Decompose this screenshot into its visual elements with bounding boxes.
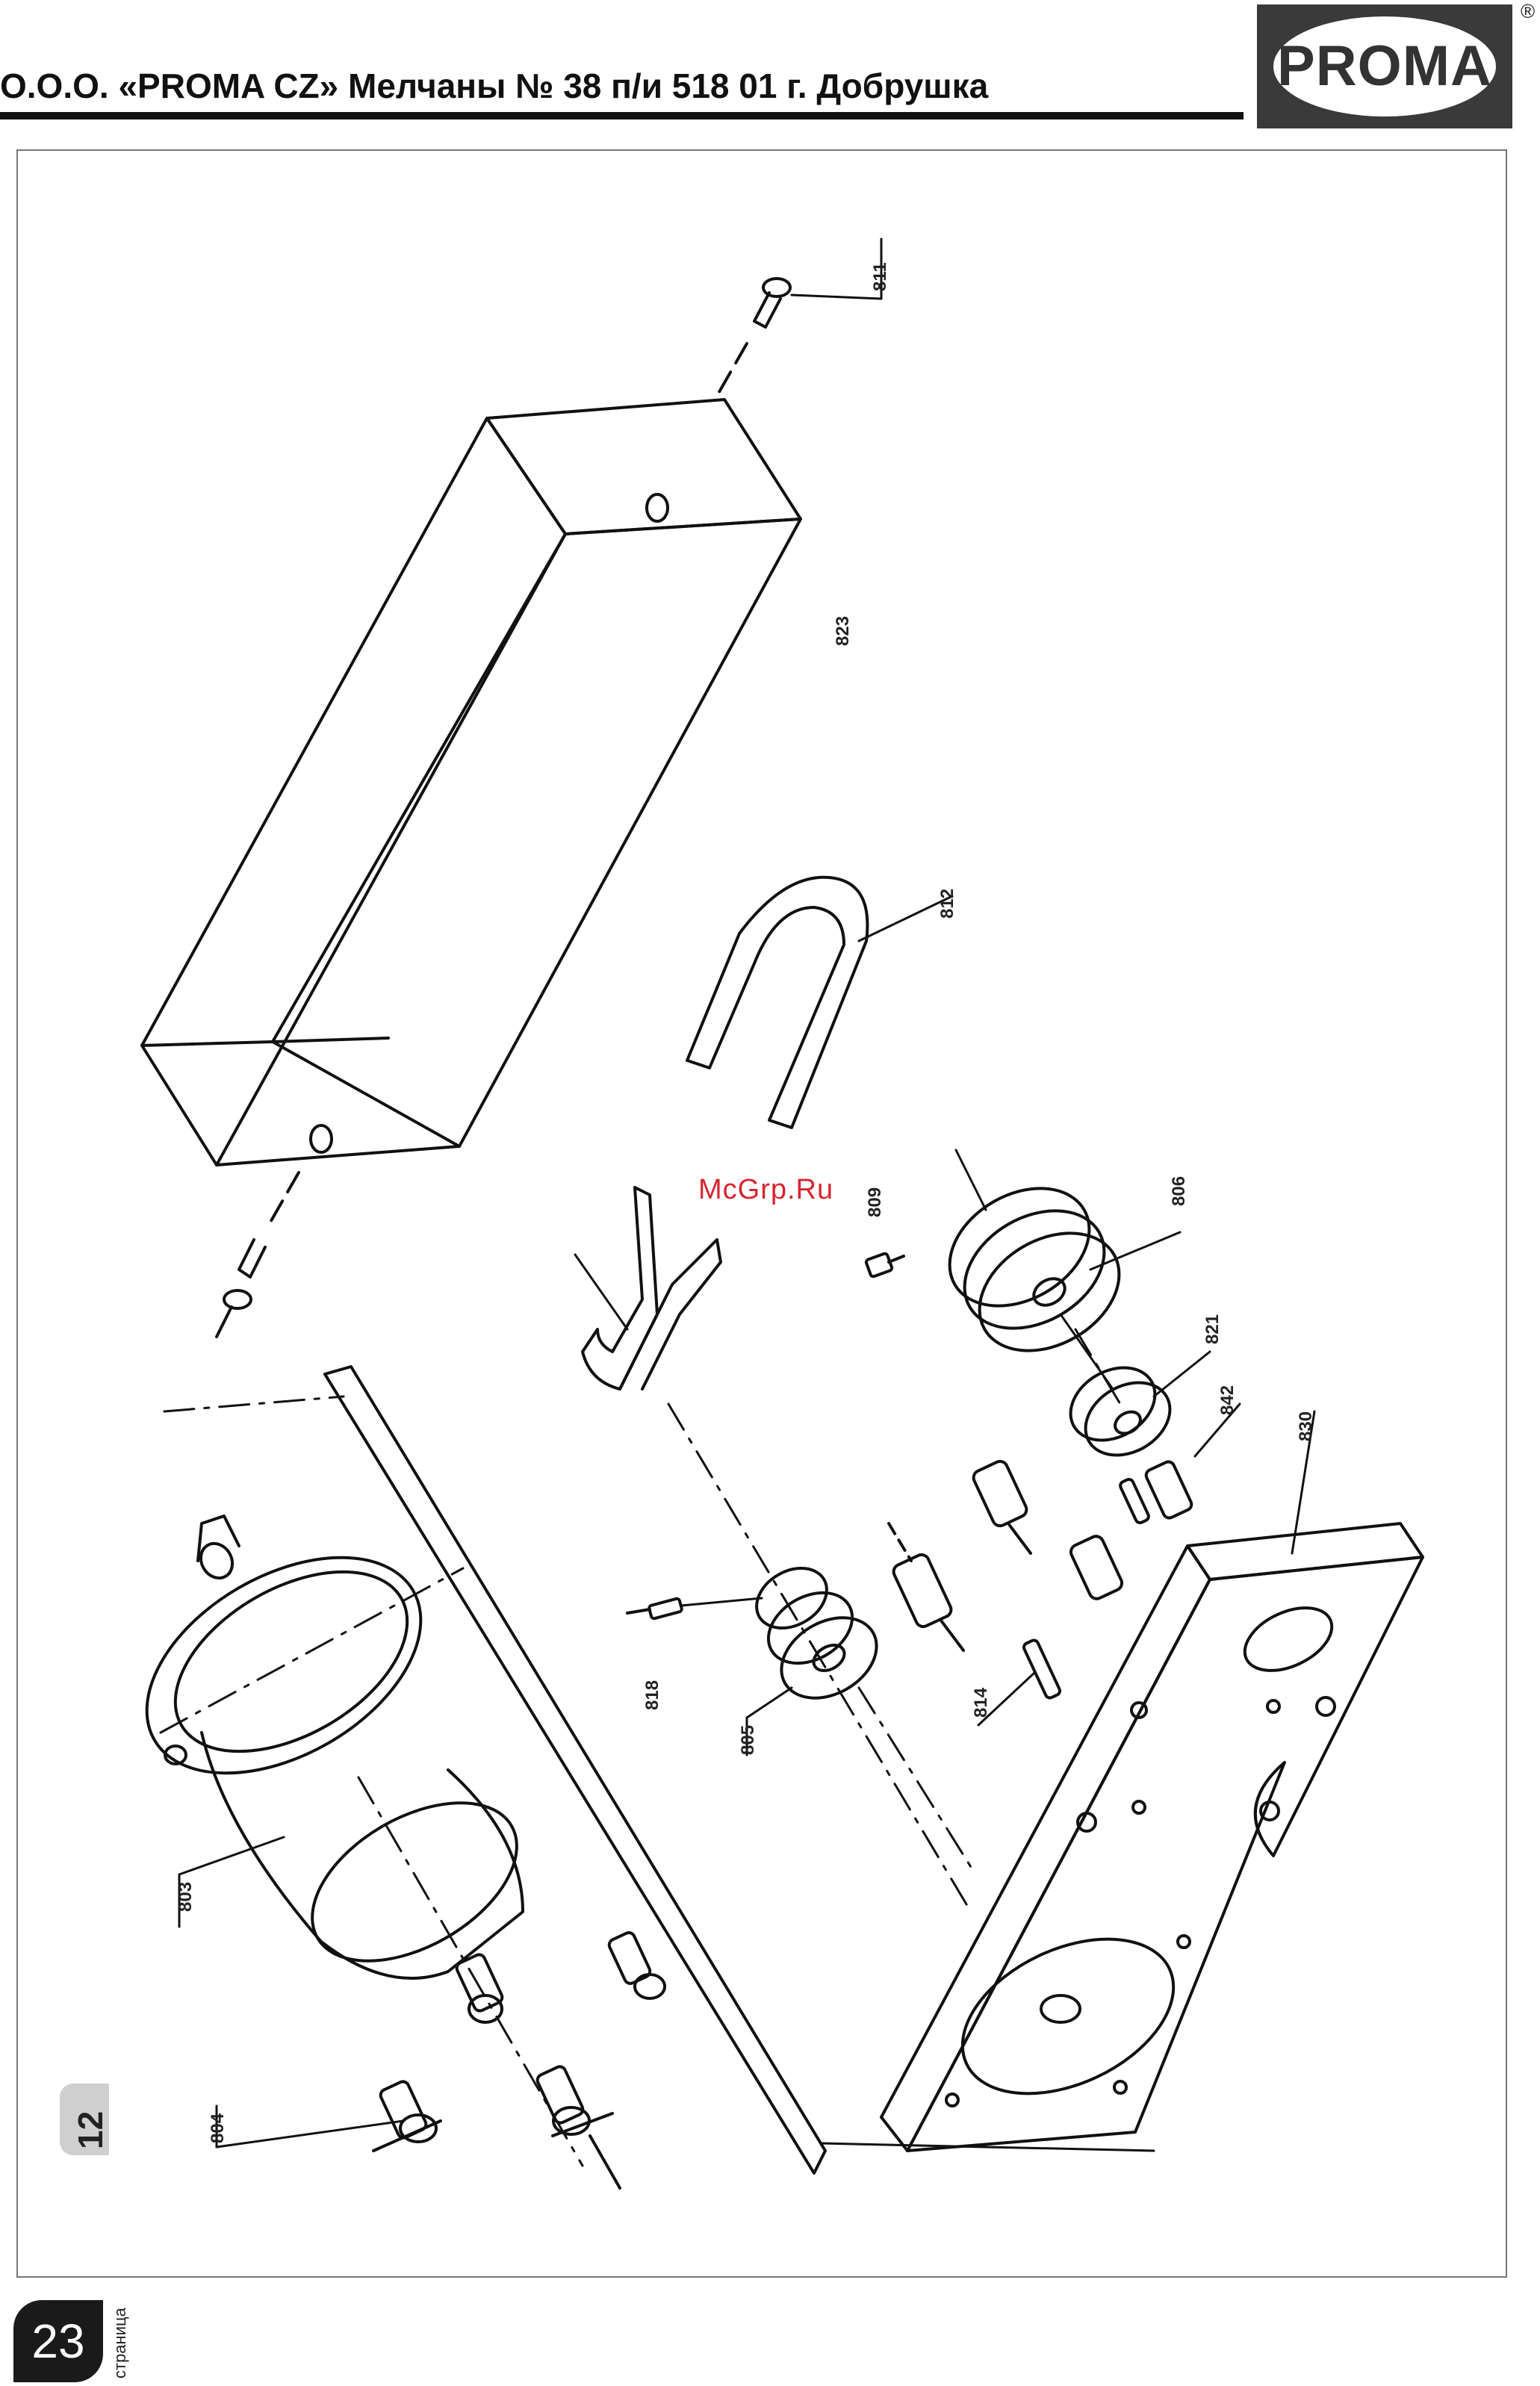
screw-mid-right (1069, 1534, 1125, 1601)
part-label-804: 804 (208, 2113, 229, 2143)
pulley-806 (928, 1150, 1180, 1389)
pin-upper (1119, 1478, 1150, 1524)
part-label-809: 809 (865, 1187, 886, 1217)
part-label-814: 814 (971, 1688, 992, 1718)
side-section-number: 12 (70, 2111, 111, 2149)
part-label-806: 806 (1169, 1176, 1190, 1206)
part-label-821: 821 (1202, 1314, 1223, 1344)
bent-clip (575, 1187, 721, 1389)
bushing-821 (1058, 1352, 1210, 1470)
page-number: 23 (13, 2300, 103, 2382)
cover-box-edge-2 (273, 1042, 459, 1146)
screw-mid-left (971, 1459, 1031, 1553)
screw-lower-left (217, 1172, 299, 1337)
part-label-818: 818 (642, 1680, 663, 1710)
page-word-label: страница (111, 2308, 130, 2379)
base-plate-side-edge (881, 1546, 1210, 2151)
cover-box-part (142, 400, 801, 1165)
screw-mid-center (889, 1523, 963, 1650)
cover-hole-bottom (311, 1125, 332, 1152)
part-label-803: 803 (176, 1882, 196, 1912)
cover-box-front-face (217, 519, 801, 1165)
motor-screws (455, 1930, 665, 2188)
base-plate-830 (822, 1411, 1423, 2151)
part-label-811: 811 (870, 262, 891, 291)
base-plate-face (907, 1557, 1423, 2151)
screw-811 (717, 239, 881, 396)
set-screw-818 (627, 1598, 762, 1619)
page-number-badge: 23 (13, 2300, 103, 2382)
screw-842 (1144, 1404, 1240, 1520)
watermark-text: McGrp.Ru (698, 1174, 833, 1206)
screw-804 (217, 2080, 441, 2151)
part-label-823: 823 (833, 616, 854, 646)
part-label-812: 812 (937, 889, 958, 919)
cover-box-side-face (142, 418, 565, 1046)
u-bracket-812 (687, 877, 952, 1128)
cover-box-end-edge (273, 1038, 388, 1042)
cover-hole-top (647, 494, 668, 521)
part-label-805: 805 (738, 1725, 759, 1755)
part-label-842: 842 (1217, 1385, 1238, 1415)
set-screw-809 (866, 1253, 904, 1278)
part-label-830: 830 (1296, 1411, 1317, 1441)
base-plate-top-edge (1187, 1523, 1423, 1579)
side-section-badge: 12 (60, 2084, 109, 2155)
axis-lines (161, 1329, 1120, 2166)
cover-box-top-face (487, 400, 801, 534)
cover-box-edge (142, 1046, 217, 1165)
